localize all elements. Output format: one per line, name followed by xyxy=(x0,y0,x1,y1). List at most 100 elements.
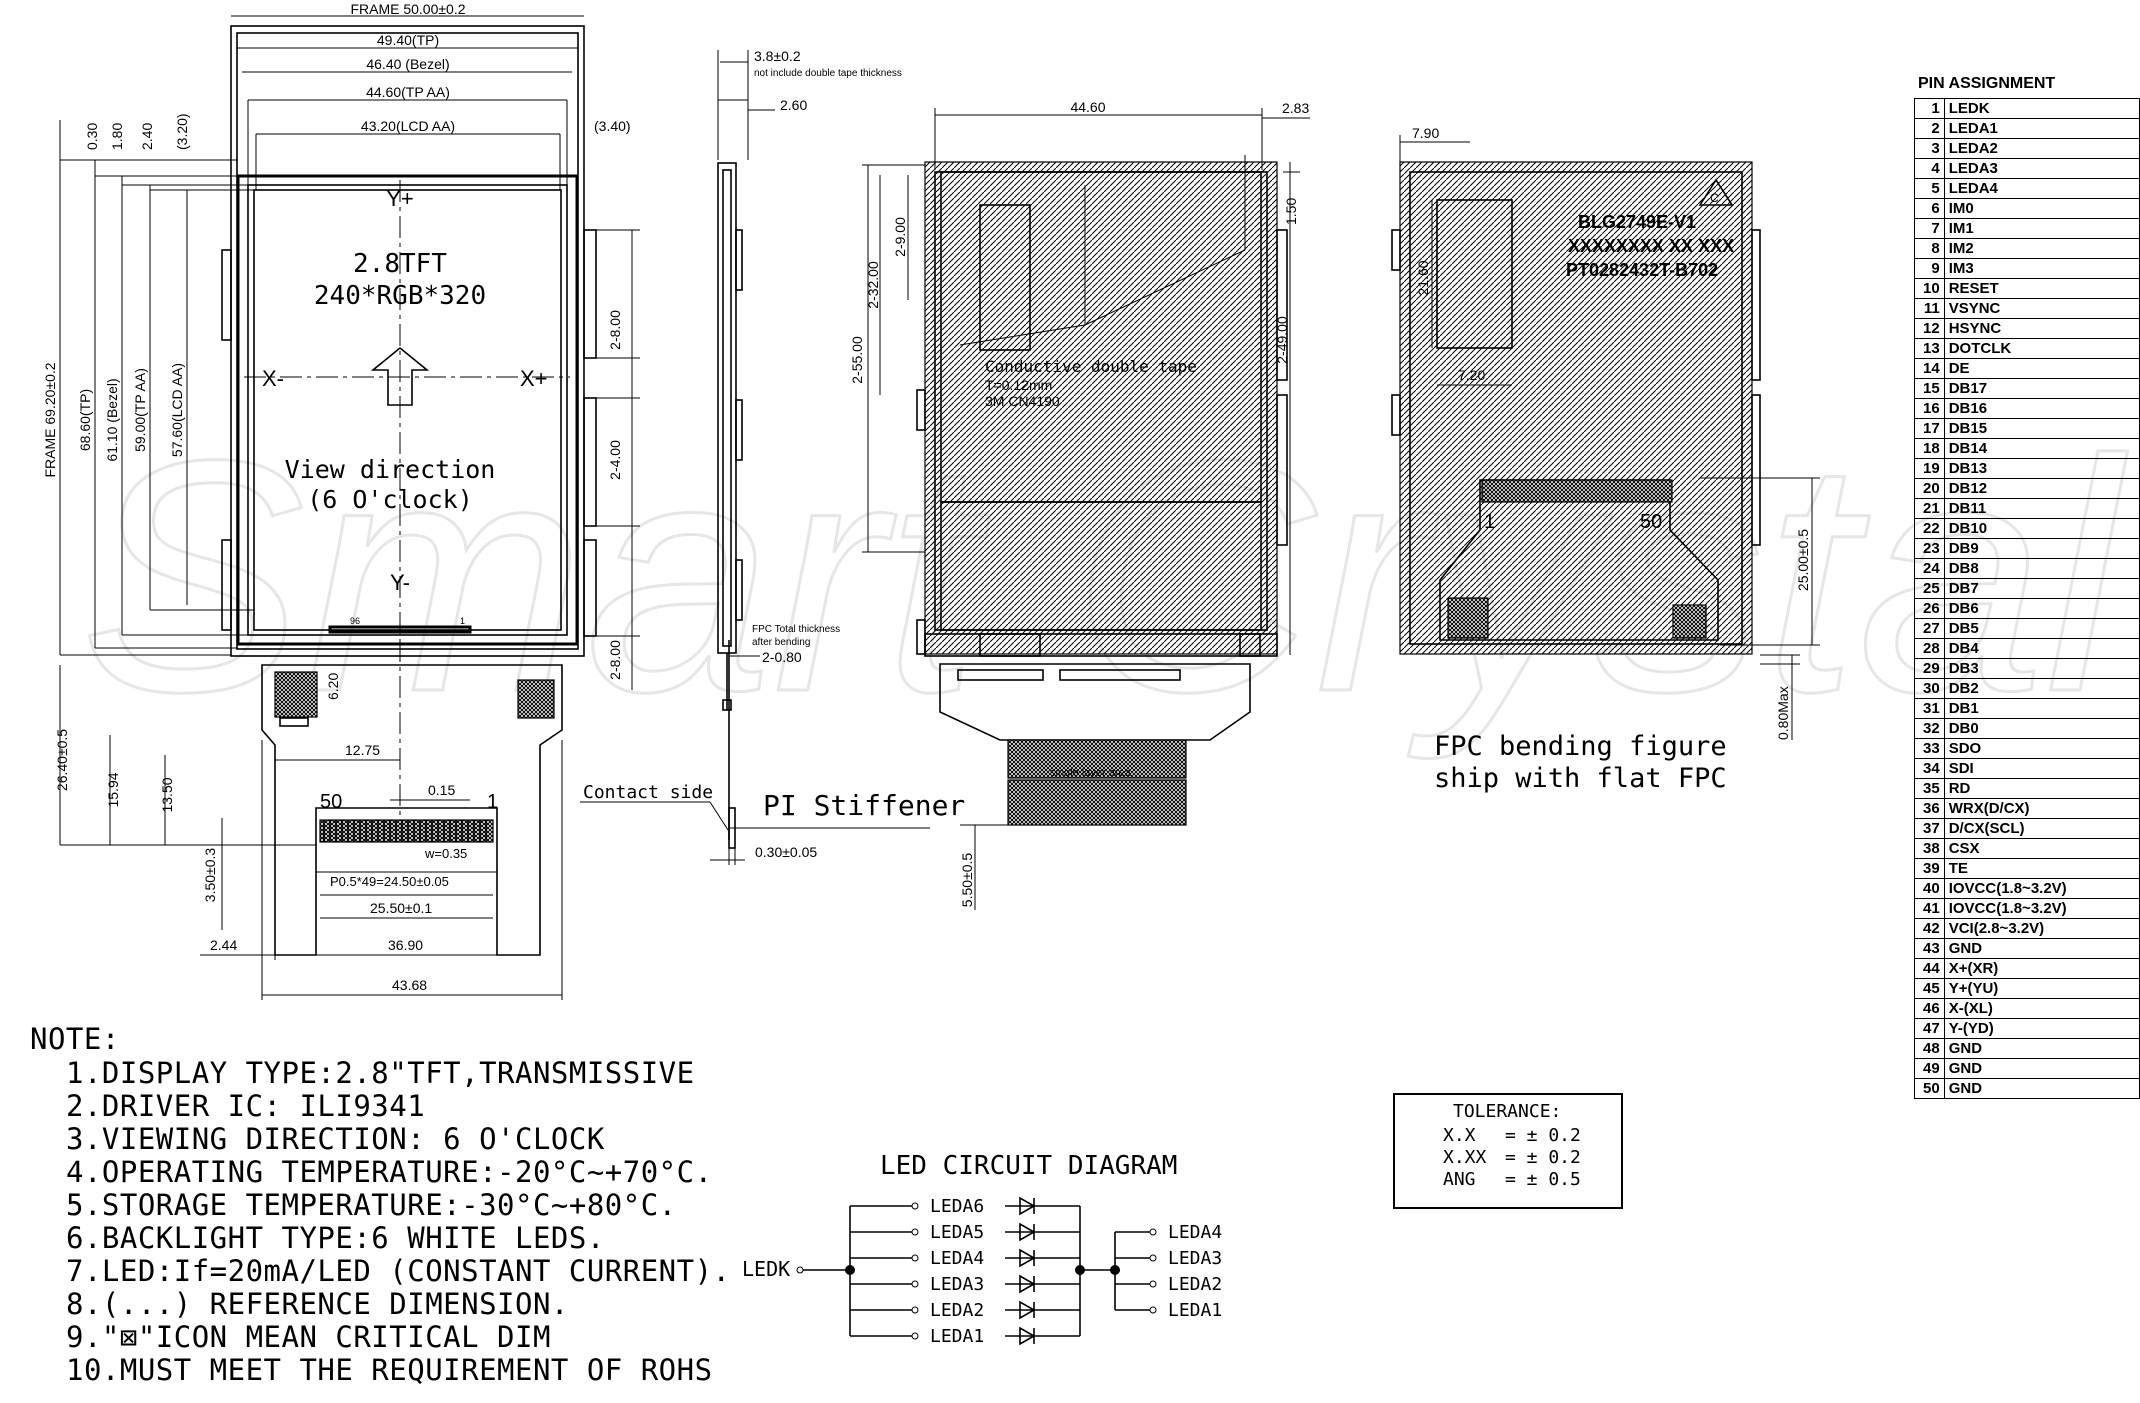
pin-number: 27 xyxy=(1914,618,1945,639)
pin-signal: DB17 xyxy=(1943,378,2140,399)
pin-number: 9 xyxy=(1914,258,1945,279)
tolerance-value: = ± 0.2 xyxy=(1505,1147,1581,1168)
pin-number: 28 xyxy=(1914,638,1945,659)
view-direction-sub: (6 O'clock) xyxy=(307,485,473,514)
pin-signal: LEDA4 xyxy=(1943,178,2140,199)
pin-signal: DB11 xyxy=(1943,498,2140,519)
pin-number: 11 xyxy=(1914,298,1945,319)
frame-width-dim: FRAME 50.00±0.2 xyxy=(350,1,465,17)
pin-number: 8 xyxy=(1914,238,1945,259)
pin-number: 5 xyxy=(1914,178,1945,199)
lcd-aa-width-dim: 43.20(LCD AA) xyxy=(361,118,455,134)
pin-signal: X+(XR) xyxy=(1943,958,2140,979)
right-offset-dim: (3.40) xyxy=(594,118,631,134)
led-left-column: LEDA6 LEDA5 LEDA4 LEDA3 LEDA2 LEDA1 xyxy=(850,1196,984,1347)
pin-signal: SDI xyxy=(1943,758,2140,779)
fpc-dim-1594: 15.94 xyxy=(105,772,121,807)
pin-signal: IM2 xyxy=(1943,238,2140,259)
pitch-dim: P0.5*49=24.50±0.05 xyxy=(330,874,449,889)
finger-width-dim: 25.50±0.1 xyxy=(370,900,432,916)
tick-dim: 2-4.00 xyxy=(607,440,623,480)
pin-number: 44 xyxy=(1914,958,1945,979)
tape-thickness: T=0.12mm xyxy=(985,377,1052,393)
pin-signal: IOVCC(1.8~3.2V) xyxy=(1943,898,2140,919)
pin-signal: DB1 xyxy=(1943,698,2140,719)
view-direction-text: View direction xyxy=(285,455,496,484)
offset-dim: 0.30 xyxy=(84,123,100,150)
fpc-label-line2: XXXXXXXX XX XXX xyxy=(1568,236,1734,256)
pin-signal: DB14 xyxy=(1943,438,2140,459)
pin-signal: LEDA1 xyxy=(1943,118,2140,139)
pin-signal: RD xyxy=(1943,778,2140,799)
pin-signal: Y+(YU) xyxy=(1943,978,2140,999)
fpc-label-line1: BLG2749E-V1 xyxy=(1578,212,1696,232)
axis-y-minus: Y- xyxy=(390,570,410,595)
pin-number: 43 xyxy=(1914,938,1945,959)
frame-height-dim: FRAME 69.20±0.2 xyxy=(42,362,58,477)
pin-number: 6 xyxy=(1914,198,1945,219)
pin-number: 18 xyxy=(1914,438,1945,459)
axis-y-plus: Y+ xyxy=(386,186,414,211)
fpc-dim-015: 0.15 xyxy=(428,782,455,798)
pin-number: 49 xyxy=(1914,1058,1945,1079)
pin-number: 45 xyxy=(1914,978,1945,999)
led-right-label: LEDA2 xyxy=(1168,1274,1222,1295)
single-layer-label: single layer area xyxy=(1050,767,1132,779)
fpc-thickness-note-2: after bending xyxy=(752,637,810,648)
pin-number: 14 xyxy=(1914,358,1945,379)
pin-number: 48 xyxy=(1914,1038,1945,1059)
bezel-width-dim: 46.40 (Bezel) xyxy=(366,56,449,72)
fpc-caption-1: FPC bending figure xyxy=(1434,731,1727,762)
pin-number: 16 xyxy=(1914,398,1945,419)
led-circuit-diagram: LED CIRCUIT DIAGRAM LEDK LEDA6 LEDA5 LED… xyxy=(742,1151,1222,1347)
pin-signal: DB9 xyxy=(1943,538,2140,559)
back-dim-150: 1.50 xyxy=(1283,198,1299,225)
pin-signal: VSYNC xyxy=(1943,298,2140,319)
pin-number: 37 xyxy=(1914,818,1945,839)
side-dim-260: 2.60 xyxy=(780,97,807,113)
pin-signal: DB0 xyxy=(1943,718,2140,739)
offset-dim: (3.20) xyxy=(174,113,190,150)
tick-dim: 2-8.00 xyxy=(607,310,623,350)
pin-number: 33 xyxy=(1914,738,1945,759)
axis-x-plus: X+ xyxy=(520,366,548,391)
fpc-dim-790: 7.90 xyxy=(1412,125,1439,141)
fpc-dim-720: 7.20 xyxy=(1458,367,1485,383)
note-item: 5.STORAGE TEMPERATURE:-30°C~+80°C. xyxy=(66,1188,677,1222)
finger-length-dim: 3.50±0.3 xyxy=(202,848,218,903)
fpc-pin-label: 1 xyxy=(460,616,465,626)
pin-number: 38 xyxy=(1914,838,1945,859)
pin-number: 40 xyxy=(1914,878,1945,899)
led-diodes xyxy=(1005,1196,1080,1346)
pin-signal: LEDK xyxy=(1943,98,2140,119)
led-cathode-label: LEDK xyxy=(742,1257,790,1281)
pin-number: 36 xyxy=(1914,798,1945,819)
pin-number: 7 xyxy=(1914,218,1945,239)
fpc-dim-620: 6.20 xyxy=(325,673,341,700)
pin-number: 3 xyxy=(1914,138,1945,159)
pin-signal: RESET xyxy=(1943,278,2140,299)
fpc-pin-1: 1 xyxy=(487,791,498,813)
pin-signal: DB7 xyxy=(1943,578,2140,599)
tolerance-key: X.X xyxy=(1443,1125,1476,1146)
pin-number: 41 xyxy=(1914,898,1945,919)
